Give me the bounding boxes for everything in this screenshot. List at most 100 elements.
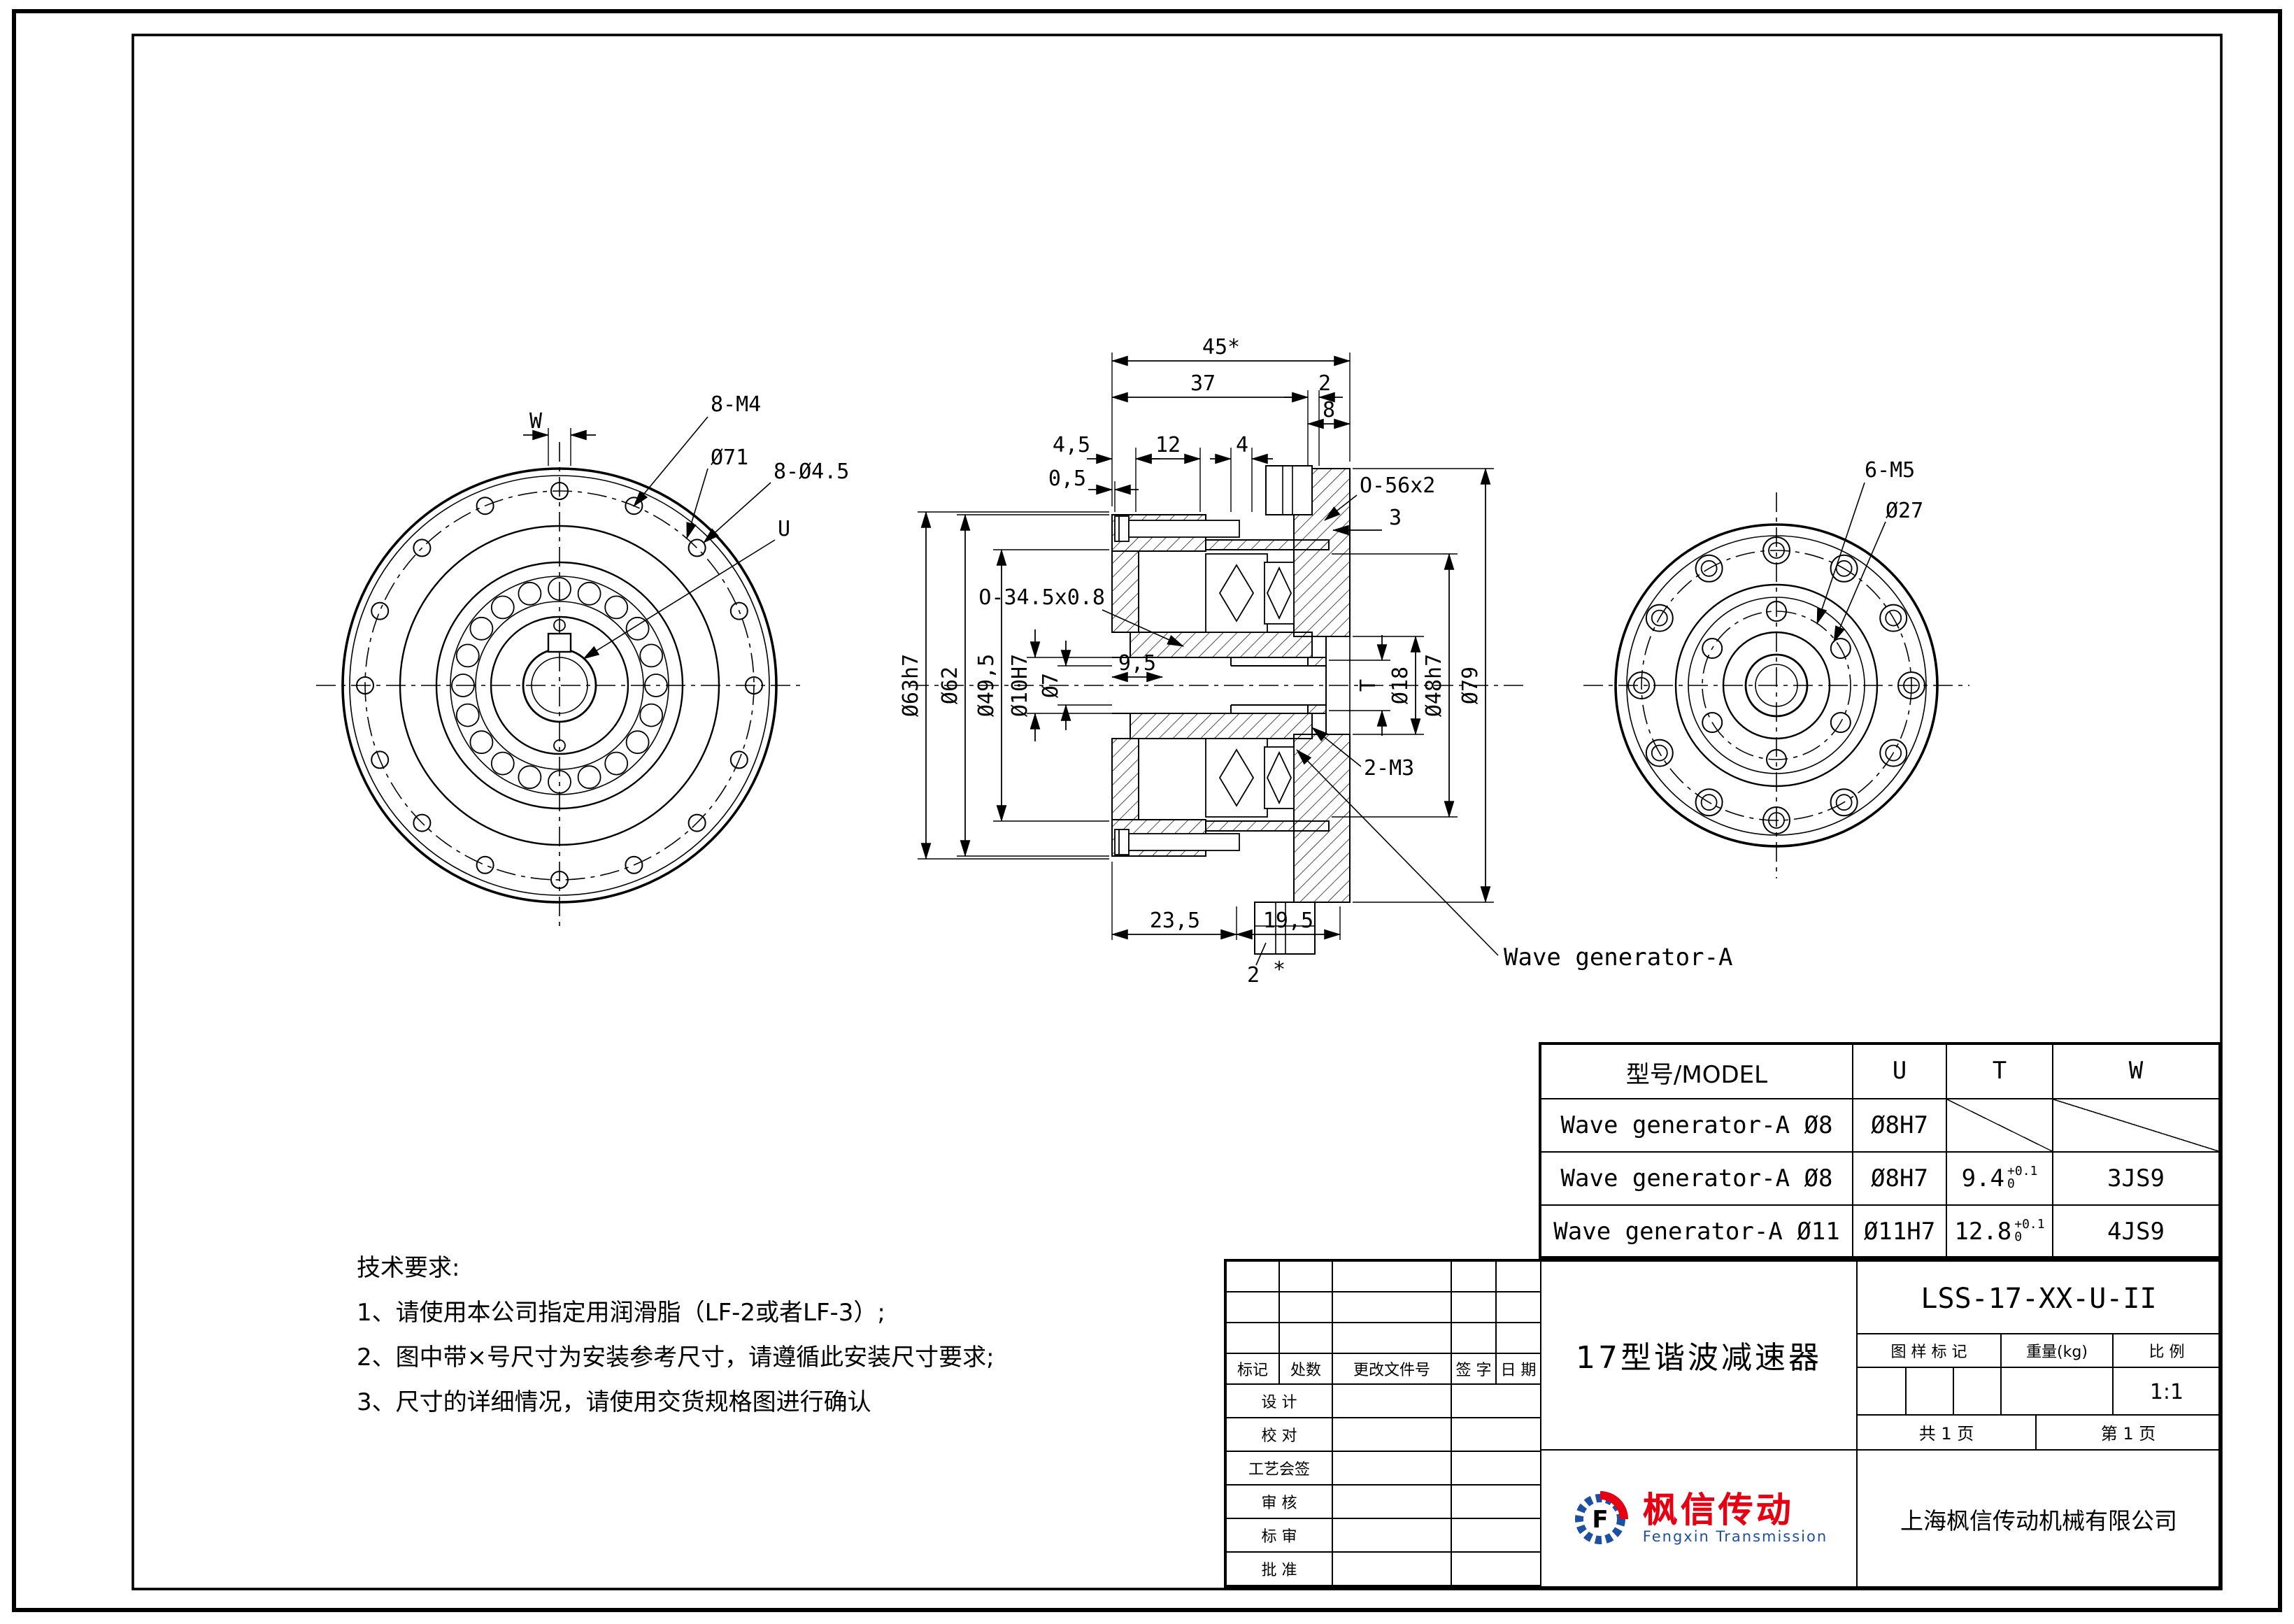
dim-2-star: * xyxy=(1273,957,1285,982)
dim-d49_5: Ø49,5 xyxy=(974,654,999,717)
technical-notes: 技术要求: 1、请使用本公司指定用润滑脂（LF-2或者LF-3）; 2、图中带×… xyxy=(357,1246,995,1425)
title-block: 标记 处数 更改文件号 签 字 日 期 设 计 校 对 工艺会签 审 核 标 审… xyxy=(1224,1259,2221,1589)
cell-w: 4JS9 xyxy=(2107,1218,2165,1246)
revision-cell xyxy=(1497,1292,1541,1323)
sig-header-date: 日 期 xyxy=(1497,1354,1541,1385)
section-view xyxy=(909,465,1527,955)
dim-8: 8 xyxy=(1323,398,1335,422)
assembly-screws xyxy=(1114,515,1240,855)
part-title-cell: 17型谐波减速器 xyxy=(1541,1262,1856,1451)
col-header-w: W xyxy=(2053,1045,2218,1099)
sheet-total-cell: 共 1 页 xyxy=(1858,1416,2037,1451)
label-8-d4_5: 8-Ø4.5 xyxy=(774,460,849,484)
revision-cell xyxy=(1227,1292,1280,1323)
revision-cell xyxy=(1227,1262,1280,1292)
dim-23_5: 23,5 xyxy=(1150,909,1200,933)
revision-cell xyxy=(1333,1292,1452,1323)
cell-u: Ø8H7 xyxy=(1853,1153,1947,1206)
rear-m5-holes xyxy=(1702,601,1851,770)
revision-cell xyxy=(1497,1262,1541,1292)
logo-name-cn: 枫信传动 xyxy=(1642,1489,1794,1530)
revision-cell xyxy=(1452,1323,1497,1354)
sig-blank xyxy=(1452,1385,1541,1418)
cell-t-na xyxy=(1947,1099,2053,1153)
scale-value: 1:1 xyxy=(2149,1379,2184,1404)
cell-model: Wave generator-A Ø11 xyxy=(1541,1206,1853,1259)
tol-lower: 0 xyxy=(2014,1231,2023,1245)
sig-blank xyxy=(1333,1418,1452,1452)
t-value: 9.4 xyxy=(1961,1164,2005,1192)
sig-blank xyxy=(1452,1486,1541,1519)
dim-37: 37 xyxy=(1190,371,1216,396)
title-block-right: LSS-17-XX-U-II 图 样 标 记 重量(kg) 比 例 1:1 共 … xyxy=(1856,1262,2220,1586)
rear-outer-holes xyxy=(1627,536,1925,834)
dim-d10h7: Ø10H7 xyxy=(1008,654,1032,717)
dim-3: 3 xyxy=(1389,506,1402,530)
tol-lower: 0 xyxy=(2007,1177,2015,1191)
label-d27: Ø27 xyxy=(1886,499,1923,523)
sig-row-process: 工艺会签 xyxy=(1227,1452,1333,1486)
revision-cell xyxy=(1452,1292,1497,1323)
dim-19_5: 19,5 xyxy=(1263,909,1313,933)
dim-w: W xyxy=(529,409,543,434)
cell-w-na xyxy=(2053,1099,2218,1153)
sig-header-docno: 更改文件号 xyxy=(1333,1354,1452,1385)
note-line: 1、请使用本公司指定用润滑脂（LF-2或者LF-3）; xyxy=(357,1299,885,1327)
dim-d63h7: Ø63h7 xyxy=(899,654,923,717)
weight-value-cell xyxy=(2002,1368,2114,1416)
outer-bolt-circle xyxy=(1641,550,1912,821)
model-table: 型号/MODEL U T W Wave generator-A Ø8 Ø8H7 … xyxy=(1539,1042,2221,1259)
dim-d7: Ø7 xyxy=(1039,673,1063,698)
sheet-total: 共 1 页 xyxy=(1918,1423,1974,1443)
bolt-circle-71 xyxy=(364,490,755,881)
dim-d18: Ø18 xyxy=(1388,667,1413,704)
label-wave-generator: Wave generator-A xyxy=(1504,943,1733,971)
sig-row-check: 校 对 xyxy=(1227,1418,1333,1452)
mark-divider xyxy=(1905,1368,1907,1416)
sig-row-design: 设 计 xyxy=(1227,1385,1333,1418)
sig-blank xyxy=(1452,1519,1541,1553)
col-header-t: T xyxy=(1947,1045,2053,1099)
rear-view xyxy=(1583,482,1969,878)
dim-9_5: 9,5 xyxy=(1118,651,1156,676)
col-header-model: 型号/MODEL xyxy=(1541,1045,1853,1099)
company-name: 上海枫信传动机械有限公司 xyxy=(1900,1507,2177,1534)
sig-blank xyxy=(1333,1519,1452,1553)
cell-model: Wave generator-A Ø8 xyxy=(1541,1099,1853,1153)
dim-12: 12 xyxy=(1155,433,1181,457)
label-2-m3: 2-M3 xyxy=(1364,756,1414,781)
dim-45: 45* xyxy=(1202,335,1240,359)
sig-row-review: 审 核 xyxy=(1227,1486,1333,1519)
logo-name-en: Fengxin Transmission xyxy=(1642,1528,1828,1545)
note-line: 2、图中带×号尺寸为安装参考尺寸，请遵循此安装尺寸要求; xyxy=(357,1344,995,1372)
mark-divider xyxy=(1953,1368,1954,1416)
dim-t-key: T xyxy=(1356,679,1381,692)
wave-generator-bearings xyxy=(1205,553,1295,818)
cell-u: Ø11H7 xyxy=(1853,1206,1947,1259)
revision-cell xyxy=(1333,1262,1452,1292)
sig-blank xyxy=(1452,1553,1541,1586)
revision-cell xyxy=(1280,1292,1333,1323)
dim-0_5: 0,5 xyxy=(1048,466,1086,491)
revision-cell xyxy=(1280,1323,1333,1354)
weight-label: 重量(kg) xyxy=(2026,1342,2088,1360)
sig-header-count: 处数 xyxy=(1280,1354,1333,1385)
center-bores xyxy=(1112,636,1351,735)
sheet-frame xyxy=(12,9,2282,1612)
front-view xyxy=(316,416,803,929)
section-dimensions xyxy=(918,352,1499,966)
dim-d48h7: Ø48h7 xyxy=(1422,654,1446,717)
revision-cell xyxy=(1227,1323,1280,1354)
sig-row-approve: 批 准 xyxy=(1227,1553,1333,1586)
scale-value-cell: 1:1 xyxy=(2114,1368,2220,1416)
svg-text:F: F xyxy=(1593,1505,1609,1533)
label-oring-top: O-56x2 xyxy=(1360,473,1435,498)
fengxin-logo-icon: F xyxy=(1575,1490,1629,1544)
mark-value-cell xyxy=(1858,1368,2002,1416)
scale-label: 比 例 xyxy=(2149,1342,2185,1360)
